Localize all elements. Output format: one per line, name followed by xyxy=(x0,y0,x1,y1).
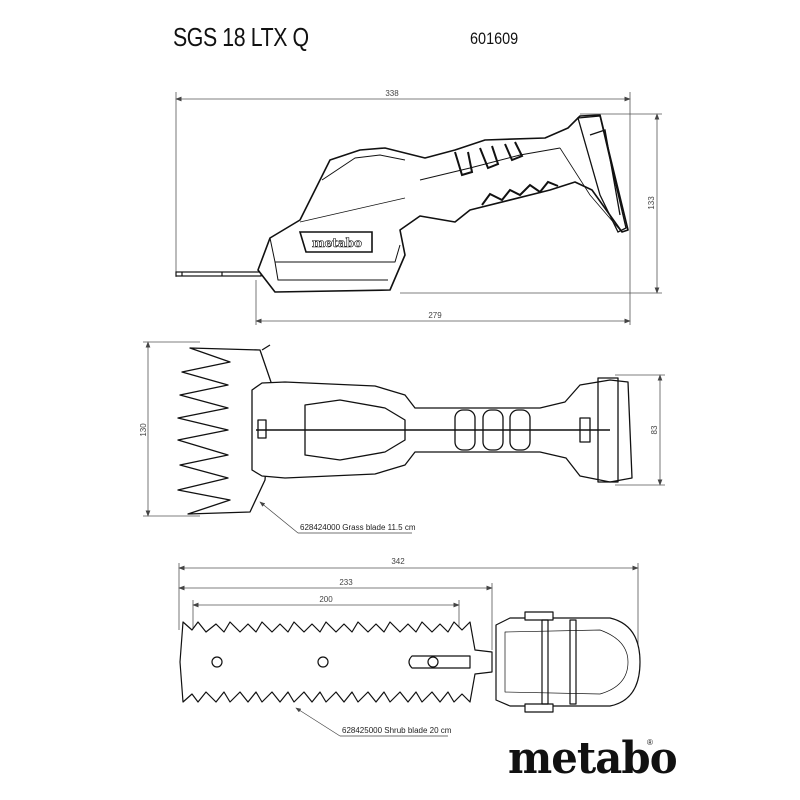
side-battery xyxy=(577,115,627,233)
dim-label-130: 130 xyxy=(139,423,148,437)
dimension-279 xyxy=(255,280,631,325)
registered-mark: ® xyxy=(647,738,653,747)
top-body xyxy=(251,377,633,483)
dimension-233 xyxy=(178,583,493,650)
dim-label-133: 133 xyxy=(647,196,656,210)
dim-label-200: 200 xyxy=(319,595,333,604)
shrub-blade-note: 628425000 Shrub blade 20 cm xyxy=(342,726,452,735)
dim-label-279: 279 xyxy=(428,311,442,320)
dimension-342 xyxy=(178,563,639,650)
dim-label-83: 83 xyxy=(650,425,659,434)
model-title: SGS 18 LTX Q xyxy=(173,22,309,52)
leader-grass-blade xyxy=(259,501,412,534)
housing-logo: metabo xyxy=(312,236,362,250)
grass-blade xyxy=(177,344,273,515)
side-housing xyxy=(257,114,629,293)
side-blade xyxy=(175,271,262,277)
side-grip-ridges xyxy=(454,141,559,206)
dimension-130 xyxy=(143,341,200,517)
dim-label-233: 233 xyxy=(339,578,353,587)
leader-shrub-blade xyxy=(295,707,448,737)
grass-blade-note: 628424000 Grass blade 11.5 cm xyxy=(300,523,416,532)
dimension-338 xyxy=(175,92,631,325)
dimension-133 xyxy=(400,113,662,294)
article-number: 601609 xyxy=(470,29,519,48)
dim-label-338: 338 xyxy=(385,89,399,98)
brand-logo: metabo xyxy=(508,733,678,784)
shrub-blade xyxy=(179,621,493,703)
side-logo-badge: metabo xyxy=(298,231,373,253)
top-view-shrub: 342 233 200 xyxy=(178,557,641,737)
dimension-83 xyxy=(615,374,665,486)
dim-label-342: 342 xyxy=(391,557,405,566)
shrub-housing xyxy=(495,611,641,713)
side-view: 338 279 133 xyxy=(175,89,662,325)
top-view-grass: 130 83 628424000 Gr xyxy=(139,341,665,534)
